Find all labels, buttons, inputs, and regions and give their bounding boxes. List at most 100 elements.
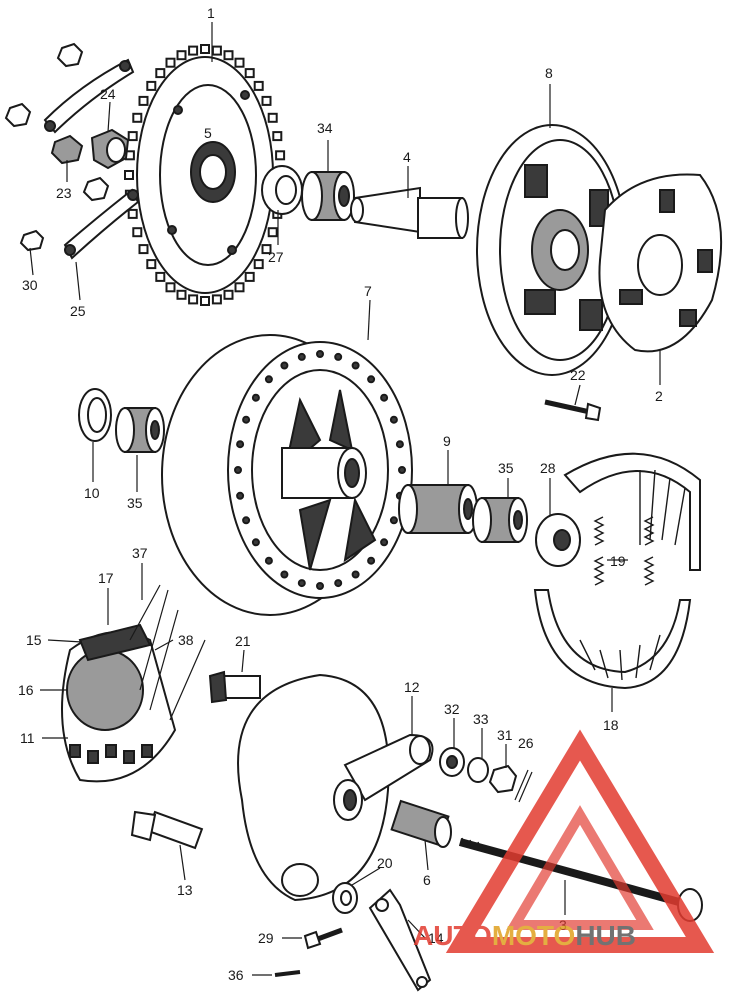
callout-38: 38 — [178, 632, 194, 648]
watermark-text-auto: AUTO — [413, 920, 492, 951]
callout-15: 15 — [26, 632, 42, 648]
hub-spoke-hole — [297, 352, 306, 361]
sprocket-tooth — [127, 208, 138, 219]
sprocket-tooth — [253, 259, 264, 270]
callout-17: 17 — [98, 570, 114, 586]
watermark-triangle-icon — [445, 729, 715, 953]
hub-spoke-hole — [264, 556, 273, 565]
collar-28 — [535, 513, 581, 567]
wheel-hub-7 — [161, 334, 413, 616]
hub-spoke-hole — [280, 361, 289, 370]
sprocket-tooth — [146, 259, 157, 270]
hub-spoke-hole — [334, 579, 343, 588]
bearing-34 — [301, 171, 355, 221]
hub-spoke-hole — [389, 415, 398, 424]
brake-cam-21 — [208, 670, 261, 704]
callout-8: 8 — [545, 65, 553, 81]
callout-14: 14 — [428, 930, 444, 946]
brake-panel-12 — [237, 673, 434, 902]
callout-29: 29 — [258, 930, 274, 946]
rubber-damper-2 — [598, 173, 723, 353]
sprocket-tooth — [165, 282, 176, 293]
callout-21: 21 — [235, 633, 251, 649]
hub-spoke-hole — [234, 466, 242, 474]
hub-spoke-hole — [280, 570, 289, 579]
distance-collar-9 — [398, 484, 478, 534]
pin-36 — [274, 970, 301, 977]
callout-24: 24 — [100, 86, 116, 102]
brake-shoe-lower — [533, 589, 692, 690]
callout-10: 10 — [84, 485, 100, 501]
callout-18: 18 — [603, 717, 619, 733]
cotter-pin-26 — [514, 769, 533, 803]
hub-spoke-hole — [251, 393, 260, 402]
callout-labels: 1 5 24 23 30 25 27 34 4 8 2 22 7 10 35 9… — [18, 5, 663, 983]
callout-34: 34 — [317, 120, 333, 136]
callout-25: 25 — [70, 303, 86, 319]
hub-spoke-hole — [351, 570, 360, 579]
bearing-35-left — [115, 407, 165, 453]
bolt-22 — [544, 399, 602, 422]
sprocket-tooth — [211, 45, 222, 56]
hub-spoke-hole — [242, 516, 251, 525]
callout-32: 32 — [444, 701, 460, 717]
callout-20: 20 — [377, 855, 393, 871]
housing-rib — [123, 750, 135, 764]
sprocket-tooth — [272, 131, 283, 142]
spacer-6 — [390, 799, 452, 848]
sprocket-tooth — [146, 80, 157, 91]
sprocket-tooth — [138, 95, 149, 106]
brake-cam-13 — [130, 810, 204, 850]
hub-spoke-hole — [236, 440, 245, 449]
brake-spring-19b — [643, 516, 655, 586]
watermark-inner-triangle-icon — [506, 805, 654, 930]
bearing-35-right — [472, 497, 528, 543]
hub-spoke-hole — [367, 556, 376, 565]
sprocket-tooth — [267, 112, 278, 123]
callout-13: 13 — [177, 882, 193, 898]
oil-seal-10 — [78, 388, 112, 442]
callout-9: 9 — [443, 433, 451, 449]
callout-28: 28 — [540, 460, 556, 476]
sprocket-tooth — [124, 170, 134, 180]
sprocket-tooth — [234, 57, 245, 68]
callout-12: 12 — [404, 679, 420, 695]
callout-30: 30 — [22, 277, 38, 293]
drum-cover-8 — [476, 124, 628, 376]
leader-lines — [29, 22, 661, 976]
chain-guide-strips — [129, 584, 206, 721]
hub-spoke-hole — [398, 466, 406, 474]
sprocket-tooth — [176, 50, 187, 61]
sprocket-tooth — [223, 50, 234, 61]
housing-rib — [105, 744, 117, 758]
callout-11: 11 — [20, 730, 35, 746]
housing-rib — [141, 744, 153, 758]
brake-arm-14 — [368, 888, 432, 992]
sprocket-tooth — [244, 271, 255, 282]
sprocket-tooth — [127, 131, 138, 142]
sprocket-tooth — [275, 150, 286, 161]
hub-spoke-hole — [251, 538, 260, 547]
callout-19: 19 — [610, 553, 626, 569]
sprocket-tooth — [244, 68, 255, 79]
callout-22: 22 — [570, 367, 586, 383]
callout-2: 2 — [655, 388, 663, 404]
washer-20 — [332, 882, 358, 914]
housing-rib — [87, 750, 99, 764]
sprocket-spacer-4 — [350, 186, 469, 239]
sprocket-nuts — [4, 42, 130, 252]
hub-spoke-hole — [351, 361, 360, 370]
callout-35-right: 35 — [498, 460, 514, 476]
callout-31: 31 — [497, 727, 513, 743]
sprocket-tooth — [253, 80, 264, 91]
hub-spoke-hole — [316, 582, 324, 590]
sprocket-tooth — [188, 45, 199, 56]
sprocket-tooth — [200, 296, 210, 306]
sprocket-tooth — [211, 294, 222, 305]
hub-spoke-hole — [380, 538, 389, 547]
callout-4: 4 — [403, 149, 411, 165]
sprocket-tooth — [223, 289, 234, 300]
sprocket-tooth — [165, 57, 176, 68]
hub-spoke-hole — [389, 516, 398, 525]
